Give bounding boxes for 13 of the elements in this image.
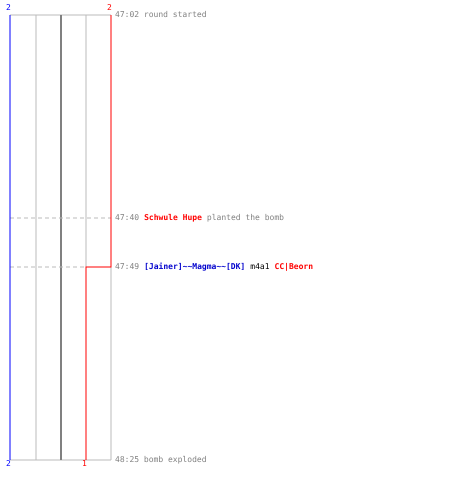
count-label: 1 [82, 459, 87, 469]
count-label: 2 [6, 3, 11, 13]
event-text: 47:02 round started [115, 10, 207, 20]
timestamp: 47:49 [115, 262, 140, 272]
weapon-name: m4a1 [250, 262, 270, 272]
event-text: planted the bomb [206, 213, 284, 223]
player-name: CC|Beorn [274, 262, 314, 272]
player-name: [Jainer]~~Magma~~[DK] [144, 262, 246, 272]
timestamp: 47:40 [115, 213, 140, 223]
player-name: Schwule Hupe [144, 213, 202, 223]
count-label: 2 [6, 459, 11, 469]
count-label: 2 [107, 3, 112, 13]
event-text: 48:25 bomb exploded [115, 455, 207, 465]
